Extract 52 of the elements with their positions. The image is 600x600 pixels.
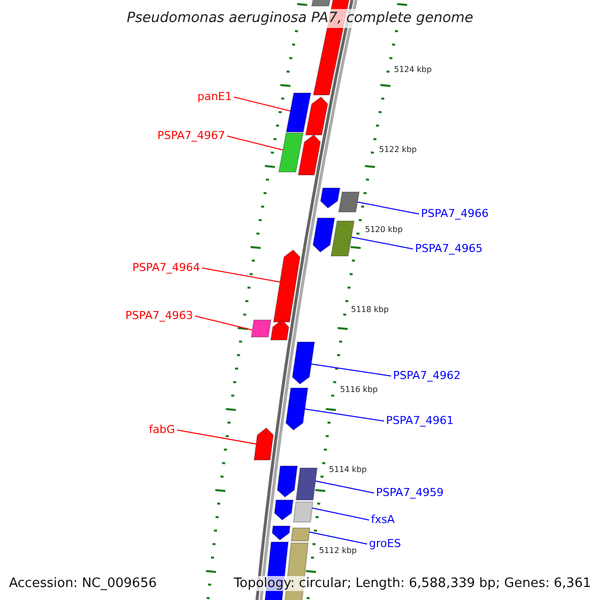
scale-label: 5114 kbp: [329, 465, 367, 475]
gene-block: [274, 500, 294, 521]
gene-block: [296, 468, 318, 500]
gene-label: fabG: [148, 423, 175, 436]
gene-label: PSPA7_4962: [393, 369, 461, 382]
gene-block: [270, 319, 290, 340]
leader-line: [314, 480, 374, 494]
scale-label: 5112 kbp: [319, 546, 357, 556]
gene-block: [276, 466, 298, 498]
gene-block: [312, 218, 336, 253]
gene-block: [278, 132, 304, 172]
gene-label: PSPA7_4964: [132, 261, 200, 274]
scale-label: 5124 kbp: [394, 65, 432, 75]
leader-line: [356, 202, 420, 214]
scale-label: 5118 kbp: [351, 305, 389, 315]
gene-label: PSPA7_4966: [421, 207, 489, 220]
leader-line: [202, 268, 280, 282]
gene-label: PSPA7_4963: [125, 309, 193, 322]
gene-label: PSPA7_4959: [376, 486, 444, 499]
leader-line: [310, 364, 392, 376]
gene-block: [286, 92, 312, 132]
scale-label: 5120 kbp: [365, 225, 403, 235]
leader-line: [304, 408, 384, 422]
gene-label: panE1: [197, 90, 232, 103]
gene-block: [330, 220, 355, 256]
gene-block: [254, 427, 274, 460]
genome-info-text: Topology: circular; Length: 6,588,339 bp; Genes: 6,361: [234, 576, 591, 591]
leader-line: [194, 316, 253, 330]
gene-label: PSPA7_4967: [157, 129, 225, 142]
leader-line: [312, 508, 370, 520]
gene-block: [311, 0, 333, 6]
gene-block: [298, 134, 321, 176]
gene-label: PSPA7_4965: [415, 242, 483, 255]
leader-line: [226, 136, 284, 150]
leader-line: [350, 236, 414, 250]
gene-block: [292, 342, 316, 385]
accession-text: Accession: NC_009656: [9, 576, 157, 591]
leader-line: [234, 96, 291, 112]
gene-block: [285, 388, 308, 431]
leader-line: [308, 532, 368, 544]
gene-label: groES: [369, 537, 401, 550]
gene-block: [320, 188, 340, 209]
gene-block: [250, 320, 272, 338]
leader-line: [176, 430, 257, 444]
gene-label: PSPA7_4961: [386, 414, 454, 427]
gene-block: [292, 502, 314, 522]
scale-label: 5122 kbp: [379, 145, 417, 155]
scale-label: 5116 kbp: [340, 385, 378, 395]
title: Pseudomonas aeruginosa PA7, complete genome: [126, 10, 474, 27]
gene-block: [305, 96, 328, 136]
gene-label: fxsA: [371, 513, 395, 526]
gene-block: [338, 192, 360, 212]
